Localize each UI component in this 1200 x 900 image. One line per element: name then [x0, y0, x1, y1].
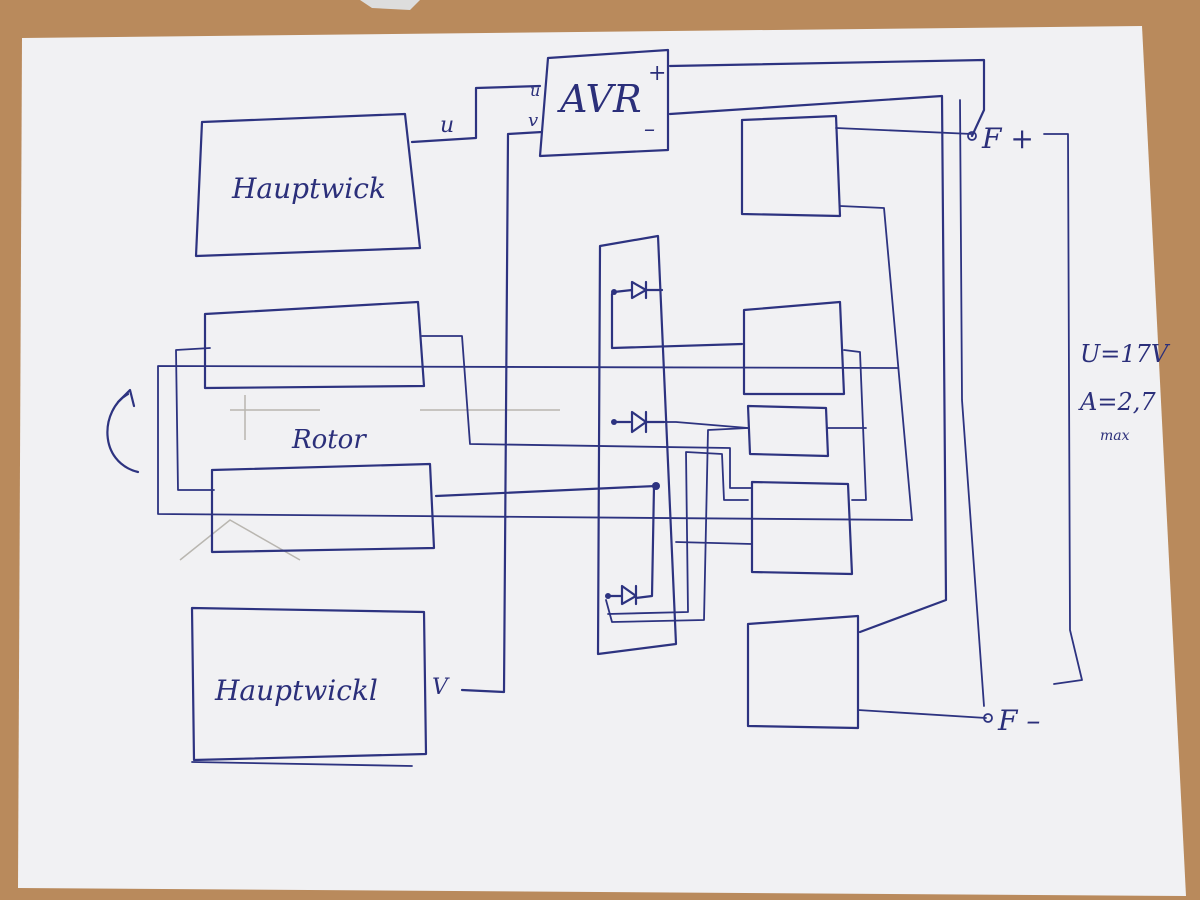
- stator-bottom-label: Hauptwickl: [214, 674, 378, 707]
- diode-icon: [605, 484, 656, 606]
- avr-label: AVR: [557, 77, 642, 121]
- bleed-through-marks: [179, 395, 560, 561]
- connection-wires: [421, 99, 987, 719]
- avr-input-v-label: v: [528, 110, 538, 131]
- paper-sheet: [18, 26, 1186, 896]
- rectifier-bridge: [434, 234, 744, 656]
- wire-u: u: [410, 84, 542, 144]
- terminal-f-plus: F +: [967, 122, 1083, 685]
- terminal-f-minus: F –: [983, 704, 1040, 737]
- paper-corner-top: [360, 0, 420, 10]
- spec-max: max: [1100, 428, 1130, 444]
- avr-plus-label: +: [648, 61, 666, 86]
- wire-u-label: u: [440, 113, 454, 138]
- avr-input-u-label: u: [530, 81, 540, 100]
- spec-current: A=2,7: [1078, 388, 1156, 416]
- field-blocks: [740, 114, 860, 730]
- wire-v-label: V: [432, 675, 450, 700]
- stator-winding-top: Hauptwick: [194, 112, 422, 258]
- rotor-assembly: Rotor: [106, 300, 913, 554]
- diode-icon: [611, 410, 666, 434]
- diode-icon: [610, 280, 744, 350]
- rotor-label: Rotor: [291, 425, 367, 455]
- stator-winding-bottom: Hauptwickl: [190, 606, 428, 767]
- terminal-f-plus-label: F +: [981, 122, 1034, 155]
- stator-top-label: Hauptwick: [231, 172, 386, 205]
- spec-voltage: U=17V: [1080, 340, 1171, 368]
- avr-minus-label: –: [644, 117, 655, 142]
- avr-block: AVR + – u v: [528, 48, 670, 158]
- wire-v: V: [432, 130, 544, 700]
- spec-annotation: U=17V A=2,7 max: [1078, 340, 1171, 444]
- terminal-f-minus-label: F –: [997, 704, 1040, 737]
- avr-output-wires: [668, 58, 986, 634]
